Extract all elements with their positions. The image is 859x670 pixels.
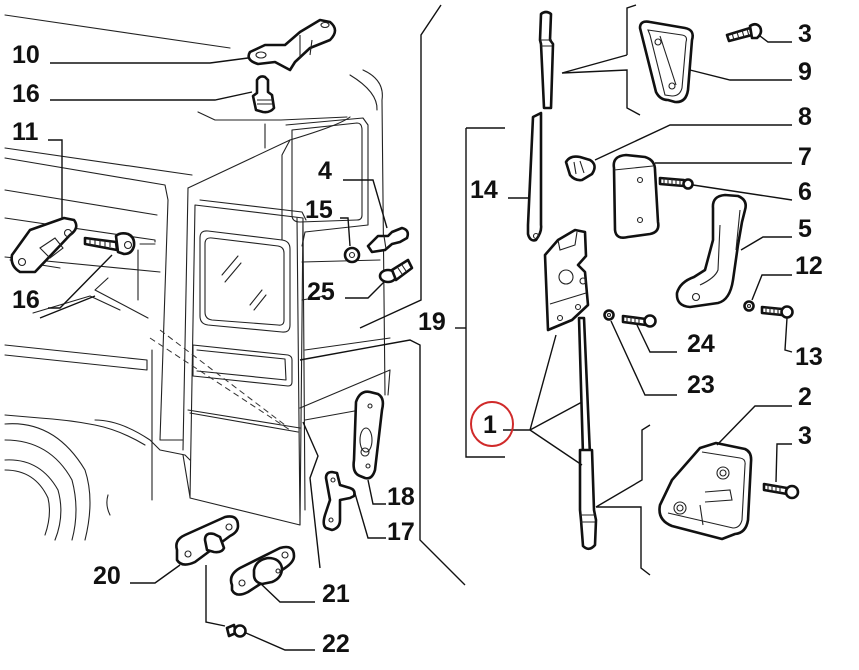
callout-15: 15 (305, 196, 333, 224)
leader-1 (503, 334, 583, 466)
callout-12: 12 (795, 252, 823, 280)
leader-21 (259, 582, 315, 603)
callout-25: 25 (307, 278, 335, 306)
leader-16-top (50, 91, 253, 101)
part-11-striker-plate (10, 216, 78, 274)
callout-21: 21 (322, 580, 350, 608)
part-12-washer (743, 300, 755, 312)
callout-20: 20 (93, 562, 121, 590)
leader-9 (689, 69, 792, 81)
leader-11 (48, 139, 63, 218)
rear-door (149, 199, 307, 526)
callout-3-top: 3 (798, 20, 812, 48)
leader-13 (784, 317, 793, 353)
callout-4: 4 (318, 157, 332, 185)
callout-16-left: 16 (12, 286, 40, 314)
leader-15 (340, 217, 351, 247)
leader-16-left (48, 254, 113, 309)
part-6-screw (658, 176, 694, 190)
wheel-outline (4, 423, 91, 541)
part-10-hinge-bracket (247, 18, 337, 72)
part-16-top-bolt (251, 75, 276, 114)
part-7-trim-block (612, 153, 660, 239)
callout-1: 1 (483, 411, 497, 439)
callout-22: 22 (322, 630, 350, 658)
callout-10: 10 (12, 41, 40, 69)
leader-rod-to-2 (595, 424, 651, 576)
part-16-left-bolt (83, 232, 136, 256)
callout-2: 2 (798, 383, 812, 411)
leader-4 (343, 179, 388, 229)
leader-3-bottom (775, 443, 792, 483)
part-9-lock-cover (638, 20, 694, 104)
leader-8 (594, 124, 792, 161)
leader-12 (751, 274, 792, 301)
part-4-door-stop-bolt (366, 226, 410, 254)
callout-3-bottom: 3 (798, 422, 812, 450)
part-22-screw (225, 623, 247, 638)
leader-18 (367, 479, 386, 505)
part-21-door-bumper (229, 545, 296, 596)
part-15-washer (343, 246, 361, 264)
callout-13: 13 (795, 343, 823, 371)
part-2-lower-lock-cover (658, 441, 753, 541)
leader-25 (345, 281, 385, 299)
part-5-handle-lever (675, 193, 747, 309)
part-17-clamp (322, 470, 356, 532)
leader-rod-to-9 (561, 4, 641, 116)
part-13-screw (760, 305, 794, 319)
leader-16-left-b (39, 295, 96, 319)
part-20-door-buffer (175, 515, 240, 566)
leader-3-top (759, 35, 792, 43)
part-1-lock-mechanism (543, 228, 598, 551)
callout-24: 24 (687, 330, 715, 358)
leader-23 (610, 320, 677, 396)
assembly-separator-line (299, 339, 466, 586)
part-3-lower-screw (762, 482, 800, 500)
callout-6: 6 (798, 178, 812, 206)
callout-8: 8 (798, 103, 812, 131)
callout-5: 5 (798, 215, 812, 243)
leader-2 (716, 405, 792, 446)
leader-20 (130, 564, 181, 584)
leader-10 (50, 57, 249, 64)
part-25-push-clip (378, 258, 414, 284)
leader-24 (636, 324, 677, 353)
part-3-upper-screw (725, 22, 763, 43)
leader-5 (740, 236, 792, 251)
bracket-19-left-line (359, 4, 442, 329)
callout-16-top: 16 (12, 80, 40, 108)
leader-21-door (302, 421, 321, 569)
callout-1-highlight-circle (470, 401, 514, 447)
callout-7: 7 (798, 143, 812, 171)
leader-22 (205, 565, 315, 651)
part-23-washer (603, 309, 615, 321)
part-8-rod-clip (564, 155, 596, 182)
part-14-upper-rod (526, 10, 555, 242)
callout-14: 14 (470, 176, 498, 204)
leader-19-bracket (465, 127, 505, 458)
leader-6 (692, 184, 793, 201)
callout-23: 23 (687, 371, 715, 399)
callout-11: 11 (12, 118, 39, 146)
leader-17 (353, 489, 386, 539)
callout-18: 18 (387, 483, 415, 511)
part-24-screw (621, 314, 657, 328)
part-18-hinge-plate (352, 390, 385, 480)
callout-9: 9 (798, 58, 812, 86)
callout-19: 19 (418, 308, 446, 336)
callout-17: 17 (387, 518, 415, 546)
